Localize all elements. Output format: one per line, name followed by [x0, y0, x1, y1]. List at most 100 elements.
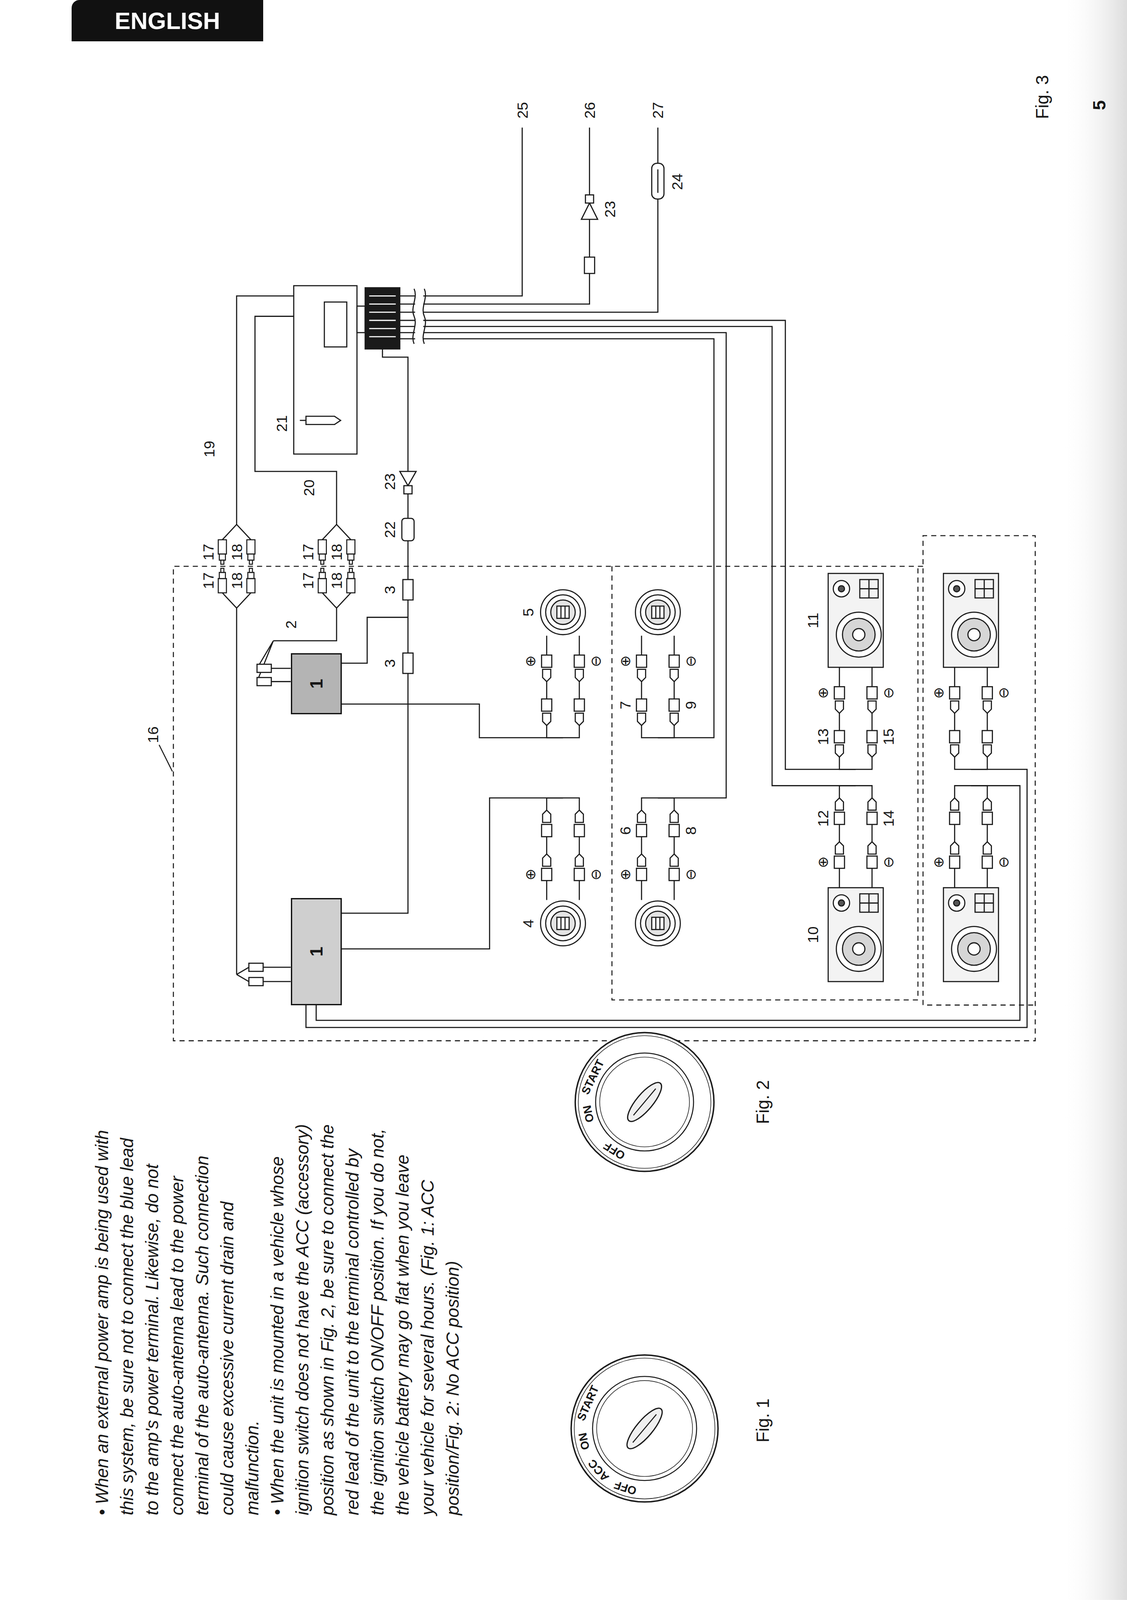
speaker-harness — [834, 666, 877, 769]
callout-number: 17 — [300, 572, 316, 589]
speaker-harness — [541, 635, 585, 738]
callout-number: 20 — [301, 479, 317, 497]
ignition-switch — [633, 1088, 656, 1115]
figure-label: Fig. 3 — [1033, 75, 1051, 120]
speaker-box — [828, 573, 884, 668]
callout-number: 17 — [300, 543, 316, 561]
wire — [399, 127, 856, 798]
lead-connector — [581, 202, 598, 220]
wire — [341, 673, 409, 914]
callout-number: 16 — [145, 726, 161, 743]
callout-number: 21 — [274, 415, 290, 432]
ignition-switch — [578, 1035, 711, 1168]
scan-shading — [1060, 0, 1127, 1600]
rca-plug — [246, 568, 256, 593]
switch-position: START — [575, 1383, 601, 1422]
callout-number: 26 — [582, 101, 598, 119]
polarity-mark: ⊖ — [996, 855, 1011, 868]
callout-number: 5 — [520, 608, 536, 617]
antenna-plug — [305, 416, 341, 425]
ignition-switch — [622, 1077, 667, 1126]
lead-connector — [403, 485, 413, 494]
callout-number: 2 — [283, 619, 299, 629]
fuse-holder — [657, 169, 659, 193]
callout-number: 22 — [382, 521, 398, 538]
wire — [305, 768, 1027, 1027]
speaker-box — [828, 887, 884, 982]
rca-plug — [318, 568, 327, 593]
callout-number: 18 — [229, 543, 245, 561]
rca-jack — [248, 962, 263, 972]
speaker-box — [943, 573, 999, 668]
switch-position: OFF — [612, 1478, 638, 1497]
callout-number: 17 — [200, 572, 216, 589]
polarity-mark: ⊖ — [588, 655, 603, 667]
wire — [218, 127, 1028, 1027]
callout-number: 23 — [602, 200, 618, 218]
lead-connector — [584, 257, 595, 274]
wire — [222, 295, 294, 540]
wire-break — [415, 288, 424, 344]
callout-number: 10 — [805, 926, 821, 943]
antenna-plug — [299, 419, 306, 421]
callout-number: 4 — [520, 919, 536, 928]
ignition-switch — [632, 1413, 657, 1443]
polarity-mark: ⊖ — [683, 868, 698, 881]
unit-number: 1 — [307, 678, 326, 689]
wire-break — [413, 288, 426, 344]
callout-number: 13 — [815, 728, 831, 745]
ignition-switch — [574, 1357, 715, 1499]
wire — [341, 797, 564, 949]
polarity-mark: ⊖ — [881, 686, 896, 699]
wire — [341, 703, 564, 738]
speaker-symbol — [635, 589, 681, 635]
callout-number: 12 — [815, 809, 831, 827]
callout-number: 19 — [201, 440, 217, 458]
ignition-switch — [592, 1375, 697, 1480]
speaker-symbol — [540, 589, 586, 635]
polarity-mark: ⊖ — [881, 855, 896, 868]
unit-number: 1 — [307, 946, 326, 957]
callout-number: 27 — [650, 101, 666, 119]
lead-connector — [399, 471, 417, 486]
callout-number: 8 — [683, 826, 699, 835]
ignition-switch — [595, 1052, 694, 1151]
lead-connector — [402, 518, 415, 541]
callout-number: 6 — [617, 826, 633, 835]
dashed-boundary — [173, 535, 1036, 1041]
wiring-illustration — [159, 0, 1127, 1600]
switch-position: START — [579, 1057, 607, 1096]
rca-plug — [218, 539, 227, 565]
switch-position: ON — [580, 1104, 596, 1124]
lead-connector — [402, 579, 414, 600]
polarity-mark: ⊕ — [931, 855, 946, 868]
callout-number: 3 — [382, 659, 398, 668]
rca-plug — [218, 568, 227, 593]
polarity-mark: ⊕ — [931, 686, 946, 699]
dashed-boundary — [612, 565, 918, 1000]
polarity-mark: ⊖ — [683, 655, 698, 667]
y-cable — [257, 640, 274, 682]
lead-connector — [402, 652, 414, 674]
polarity-mark: ⊕ — [815, 686, 830, 699]
language-tab: ENGLISH — [71, 0, 264, 42]
polarity-mark: ⊕ — [815, 855, 830, 868]
polarity-mark: ⊖ — [588, 868, 603, 881]
rca-jack — [248, 977, 263, 986]
callout-number: 14 — [880, 809, 896, 827]
callout-number: 23 — [382, 473, 398, 490]
wire — [254, 316, 351, 540]
wire — [273, 592, 351, 641]
callout-number: 25 — [514, 101, 530, 119]
speaker-harness — [636, 635, 679, 738]
wire — [222, 592, 251, 975]
ignition-switch — [575, 1032, 714, 1171]
speaker-harness — [636, 797, 679, 900]
callout-number: 18 — [229, 572, 245, 589]
callout-number: 9 — [683, 700, 699, 710]
harness-connector — [356, 305, 366, 333]
callout-number: 3 — [382, 585, 398, 594]
amplifier-box: 1 — [290, 897, 342, 1005]
wire — [316, 785, 1021, 1020]
